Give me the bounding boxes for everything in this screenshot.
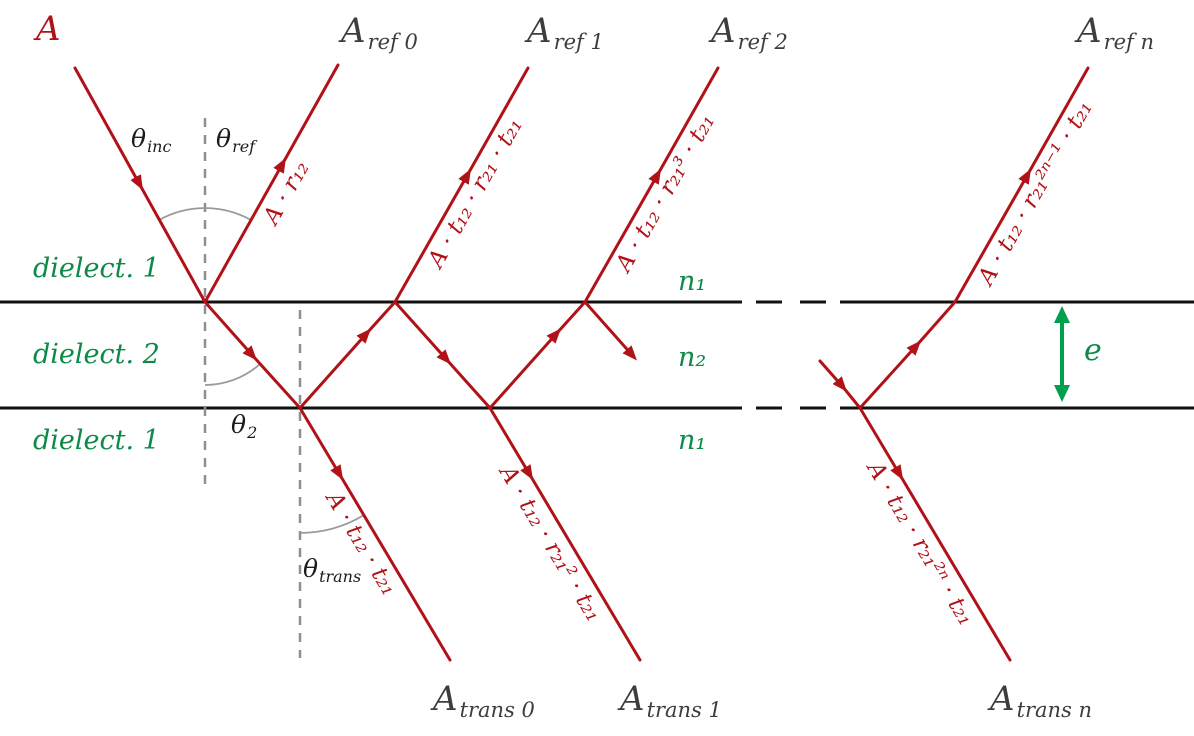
incident-amplitude-text: A: [36, 9, 61, 49]
incident-amplitude-label: A: [36, 12, 61, 46]
reflected-ray-2: [583, 66, 720, 304]
angle-transmitted-label: θtrans: [303, 554, 362, 587]
reflected-ray-n: [953, 66, 1090, 304]
transmitted-ray-1: [488, 406, 642, 662]
layer-label-bottom: dielect. 1: [33, 425, 160, 456]
angle-incident-label: θinc: [131, 124, 172, 157]
angle-arcs: [158, 207, 365, 534]
index-label-n1-top: n₁: [678, 266, 707, 297]
angle-reflected-label: θref: [216, 124, 256, 157]
reflected-label-0: Aref 0: [341, 11, 418, 54]
transmitted-ray-0: [298, 406, 452, 662]
internal-ray-up-2: [488, 300, 587, 410]
interface-lines: [0, 300, 1194, 410]
rays: [73, 63, 1090, 662]
refracted-ray-down-0: [203, 300, 302, 410]
internal-ray-stub: [583, 300, 637, 361]
internal-ray-up-n: [858, 300, 957, 410]
transmitted-label-0: Atrans 0: [433, 679, 535, 722]
index-label-n1-bottom: n₁: [678, 425, 707, 456]
normal-lines: [203, 118, 302, 658]
reflected-label-n: Aref n: [1077, 11, 1155, 54]
internal-ray-down-1: [393, 300, 492, 410]
reflected-label-2: Aref 2: [711, 11, 788, 54]
reflected-ray-0: [203, 63, 340, 304]
internal-ray-up-1: [298, 300, 397, 410]
arrow-up-icon: [1054, 306, 1070, 323]
interface-break-dashes: [756, 300, 836, 410]
layer-label-middle: dielect. 2: [33, 339, 160, 370]
incident-ray: [73, 66, 207, 304]
reflected-label-1: Aref 1: [527, 11, 604, 54]
transmitted-label-1: Atrans 1: [620, 679, 722, 722]
angle-refraction-label: θ2: [231, 410, 258, 443]
reflected-ray-1: [393, 66, 530, 304]
incoming-ray-n: [818, 359, 862, 410]
thickness-arrow: [1054, 306, 1070, 402]
arrow-down-icon: [1054, 385, 1070, 402]
transmitted-ray-n: [858, 406, 1012, 662]
transmitted-label-n: Atrans n: [990, 679, 1093, 722]
thickness-label: e: [1084, 333, 1102, 368]
index-label-n2: n₂: [678, 342, 707, 373]
layer-label-top: dielect. 1: [33, 253, 160, 284]
